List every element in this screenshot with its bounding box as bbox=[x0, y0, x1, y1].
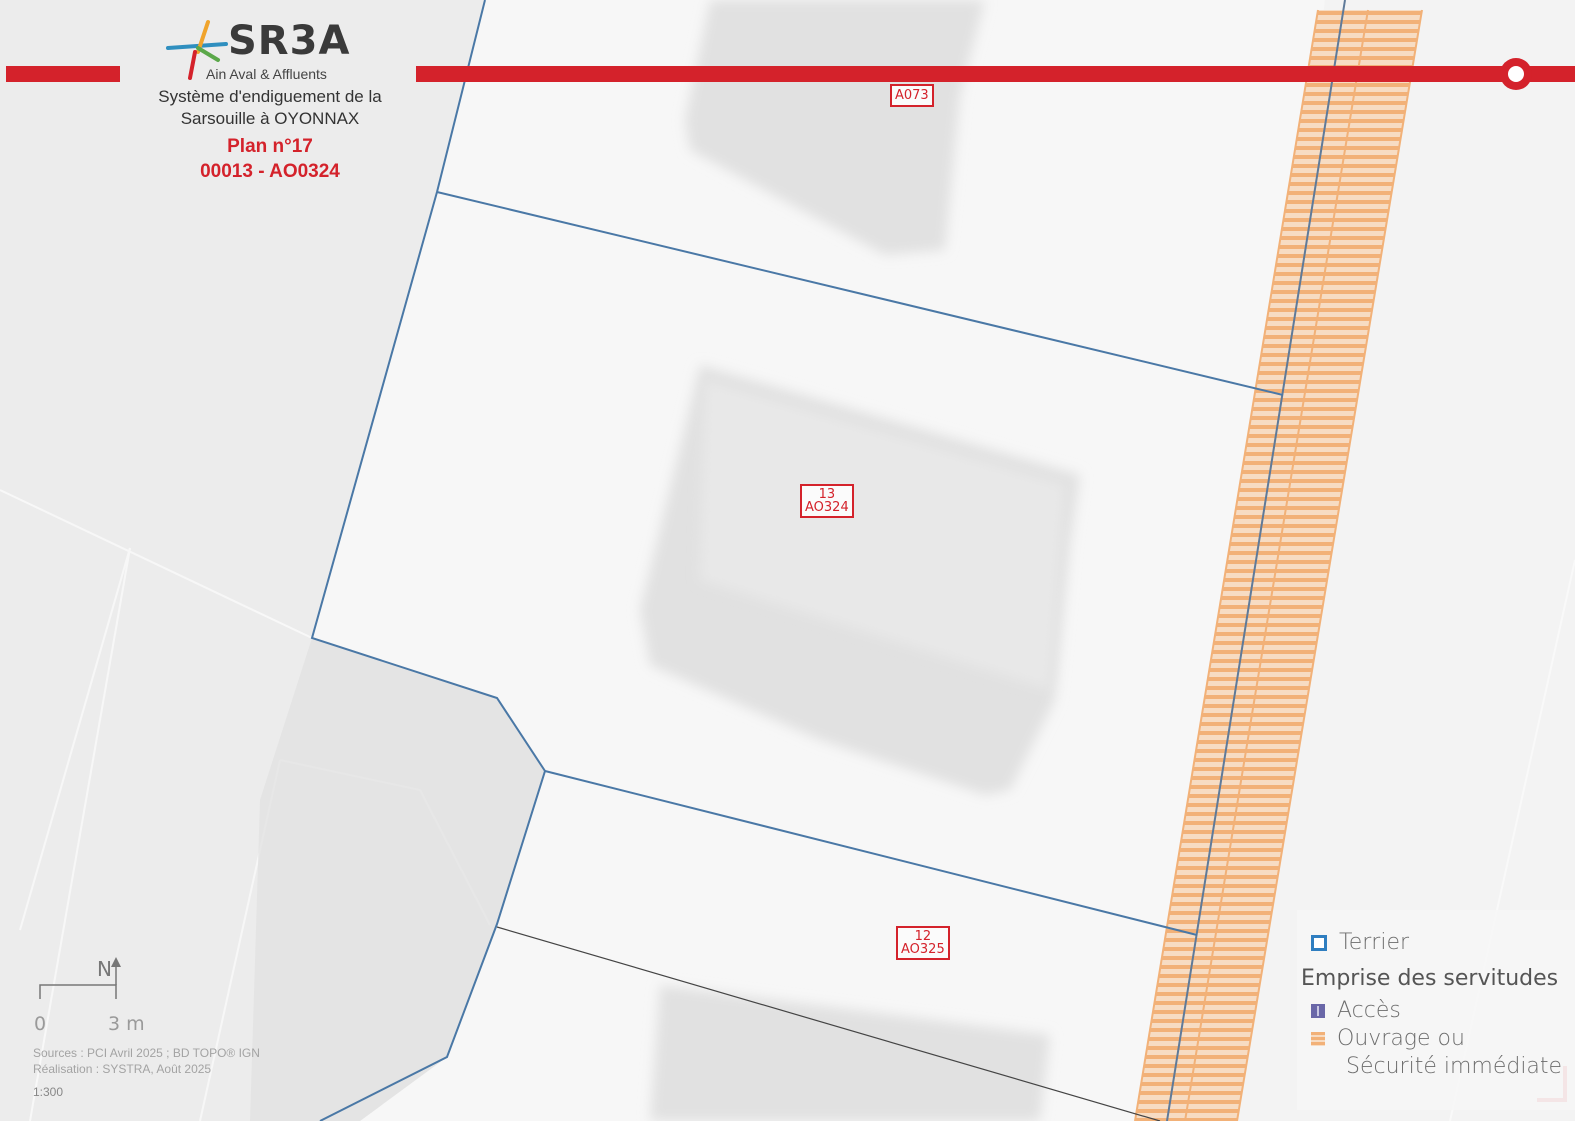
buildings-inner bbox=[700, 380, 1065, 690]
system-line-1: Système d'endiguement de la bbox=[158, 87, 382, 106]
north-label: N bbox=[97, 957, 112, 981]
legend-terrier: Terrier bbox=[1311, 930, 1409, 955]
scale-distance: 3 m bbox=[108, 1013, 145, 1035]
parcel-id: AO325 bbox=[901, 942, 945, 957]
servitude-band bbox=[1135, 10, 1422, 1121]
parcel-label-center[interactable]: 13 AO324 bbox=[800, 484, 854, 518]
parcel-label-top[interactable]: A073 bbox=[890, 84, 934, 107]
servitude-band-edges bbox=[1134, 9, 1423, 1121]
legend-ouvrage: Ouvrage ou bbox=[1311, 1026, 1465, 1051]
legend-ouvrage-label-1: Ouvrage ou bbox=[1337, 1026, 1465, 1051]
scale-block: N 0 3 m Sources : PCI Avril 2025 ; BD TO… bbox=[30, 955, 330, 1105]
parcel-boundaries bbox=[310, 0, 1284, 1121]
parcel-number: 12 bbox=[914, 929, 932, 944]
parcel-number: 13 bbox=[818, 487, 836, 502]
scale-zero: 0 bbox=[34, 1013, 47, 1035]
plan-reference: 00013 - AO0324 bbox=[200, 161, 340, 182]
legend-acces-label: Accès bbox=[1337, 998, 1401, 1023]
plan-titles: Système d'endiguement de la Sarsouille à… bbox=[130, 86, 410, 184]
realisation-text: Réalisation : SYSTRA, Août 2025 bbox=[33, 1062, 212, 1076]
legend-terrier-label: Terrier bbox=[1339, 930, 1410, 955]
acces-swatch-icon bbox=[1311, 1004, 1325, 1018]
logo-brand: SR3A bbox=[228, 18, 351, 64]
north-arrow-icon bbox=[111, 957, 121, 967]
red-route bbox=[6, 58, 1575, 90]
logo-mark bbox=[166, 20, 228, 80]
legend-ouvrage-label-2: Sécurité immédiate bbox=[1346, 1054, 1563, 1079]
legend-acces: Accès bbox=[1311, 998, 1401, 1023]
map-legend: Terrier Emprise des servitudes Accès Ouv… bbox=[1297, 910, 1575, 1110]
system-line-2: Sarsouille à OYONNAX bbox=[180, 109, 360, 128]
ouvrage-swatch-icon bbox=[1311, 1032, 1325, 1046]
parcel-label-bottom[interactable]: 12 AO325 bbox=[896, 926, 950, 960]
legend-ouvrage-line2: Sécurité immédiate bbox=[1346, 1054, 1562, 1079]
sources-text: Sources : PCI Avril 2025 ; BD TOPO® IGN bbox=[33, 1046, 260, 1060]
parcel-id: A073 bbox=[895, 88, 929, 103]
terrier-swatch-icon bbox=[1311, 935, 1327, 951]
scale-bar-graphic bbox=[39, 957, 121, 999]
building-shade-left bbox=[250, 638, 545, 1121]
legend-heading: Emprise des servitudes bbox=[1301, 966, 1559, 991]
scale-ratio: 1:300 bbox=[33, 1085, 64, 1099]
parcel-id: AO324 bbox=[805, 500, 849, 515]
boundary-dark bbox=[496, 926, 1161, 1121]
logo-tagline: Ain Aval & Affluents bbox=[206, 66, 327, 82]
plan-number: Plan n°17 bbox=[227, 136, 313, 157]
